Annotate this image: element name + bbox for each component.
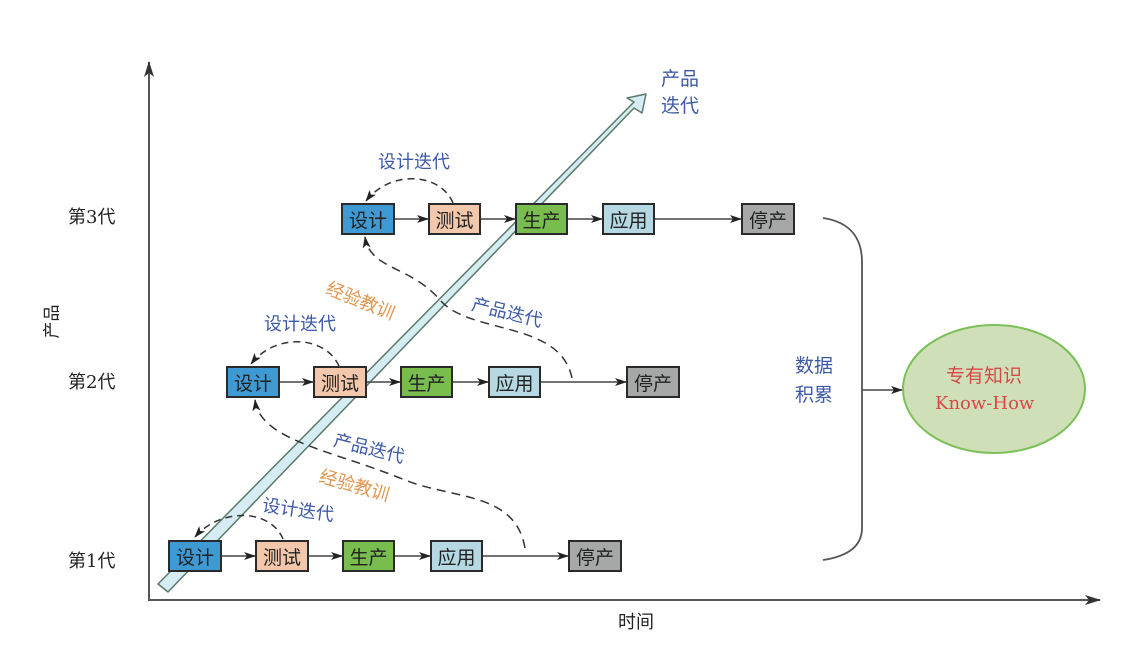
y-axis-label: 产品 — [42, 304, 63, 339]
data-accumulation-bracket — [822, 217, 863, 561]
gen1-label: 第1代 — [68, 551, 116, 572]
gen1-production-box: 生产 — [342, 540, 395, 572]
gen1-design-box: 设计 — [168, 540, 222, 572]
gen3-label: 第3代 — [68, 207, 116, 228]
product-iteration-curves — [252, 236, 573, 549]
x-axis-label: 时间 — [618, 612, 654, 633]
gen2-test-box: 测试 — [313, 366, 367, 398]
data-accumulation-line2: 积累 — [795, 384, 834, 406]
gen1-application-box: 应用 — [430, 540, 483, 572]
gen3-design-iteration-label: 设计迭代 — [378, 152, 450, 173]
gen1-discontinue-box: 停产 — [568, 540, 622, 572]
gen3-discontinue-box: 停产 — [741, 203, 795, 235]
big-arrow-label-line2: 迭代 — [661, 95, 700, 117]
gen3-test-box: 测试 — [428, 203, 481, 235]
knowhow-ellipse — [902, 324, 1086, 454]
gen2-design-iteration-label: 设计迭代 — [264, 314, 336, 335]
knowhow-subtitle: Know-How — [935, 393, 1035, 414]
design-iteration-loops — [194, 178, 454, 540]
gen2-label: 第2代 — [68, 372, 116, 393]
big-arrow-label-line1: 产品 — [661, 68, 700, 90]
gen2-design-box: 设计 — [226, 366, 280, 398]
gen2-production-box: 生产 — [400, 366, 453, 398]
gen3-application-box: 应用 — [602, 203, 655, 235]
gen1-test-box: 测试 — [255, 540, 309, 572]
knowhow-title: 专有知识 — [946, 365, 1023, 387]
data-accumulation-line1: 数据 — [795, 355, 834, 377]
gen3-design-box: 设计 — [341, 203, 395, 235]
gen2-application-box: 应用 — [488, 366, 541, 398]
gen3-production-box: 生产 — [515, 203, 568, 235]
gen2-discontinue-box: 停产 — [626, 366, 680, 398]
